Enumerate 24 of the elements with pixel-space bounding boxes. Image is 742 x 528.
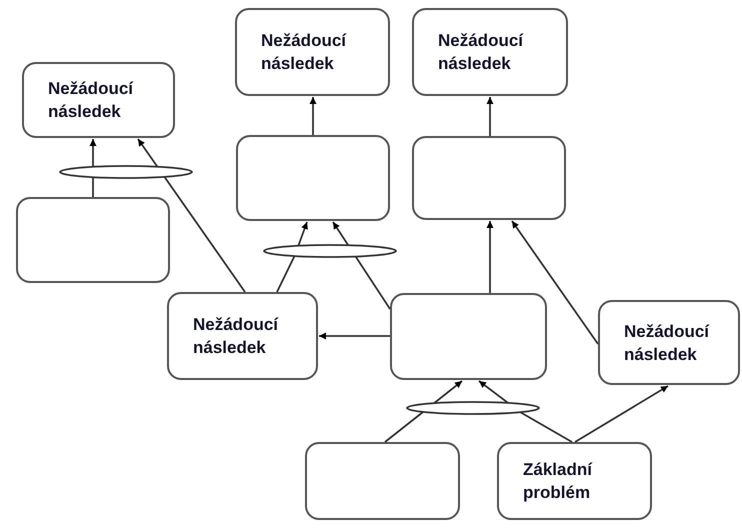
effect-box	[235, 8, 390, 96]
arrow	[137, 138, 246, 293]
arrow	[511, 220, 599, 345]
arrow	[486, 97, 494, 136]
empty-box	[305, 442, 460, 520]
box-text: Nežádoucí následek	[193, 314, 280, 359]
arrow	[486, 221, 494, 293]
effect-box	[167, 292, 318, 380]
effect-box	[497, 442, 652, 520]
box-text: Nežádoucí následek	[48, 78, 134, 123]
box-text: Nežádoucí následek	[438, 30, 524, 75]
box-text: Nežádoucí následek	[624, 320, 710, 366]
empty-box	[412, 136, 566, 220]
effect-box	[22, 62, 175, 138]
arrow	[310, 97, 316, 135]
box-text: Základní problém	[523, 459, 594, 504]
effect-box	[598, 300, 740, 385]
effect-box	[412, 8, 568, 96]
empty-box	[16, 197, 170, 283]
arrow	[574, 385, 668, 443]
empty-box	[390, 293, 547, 380]
empty-box	[236, 135, 390, 221]
arrow	[319, 332, 390, 340]
box-text: Nežádoucí následek	[261, 30, 348, 75]
